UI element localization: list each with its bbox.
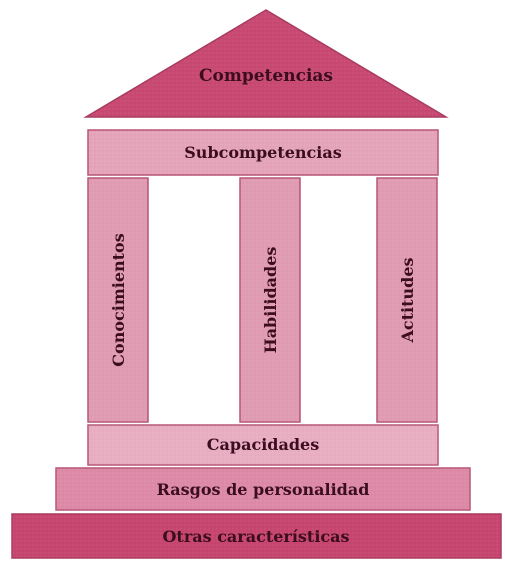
step: Rasgos de personalidad — [55, 467, 471, 511]
foundation: Otras características — [11, 513, 502, 559]
step-label: Rasgos de personalidad — [157, 480, 370, 499]
roof-label: Competencias — [199, 66, 333, 86]
column-label: Habilidades — [261, 247, 280, 354]
column-label: Actitudes — [398, 257, 417, 343]
foundation-label: Otras características — [162, 527, 349, 546]
column-3: Actitudes — [376, 177, 438, 423]
beam: Subcompetencias — [87, 129, 439, 176]
column-2: Habilidades — [239, 177, 301, 423]
column-label: Conocimientos — [109, 233, 128, 366]
beam-label: Subcompetencias — [184, 143, 341, 162]
roof: Competencias — [83, 9, 449, 118]
base: Capacidades — [87, 424, 439, 466]
column-1: Conocimientos — [87, 177, 149, 423]
base-label: Capacidades — [207, 435, 319, 454]
